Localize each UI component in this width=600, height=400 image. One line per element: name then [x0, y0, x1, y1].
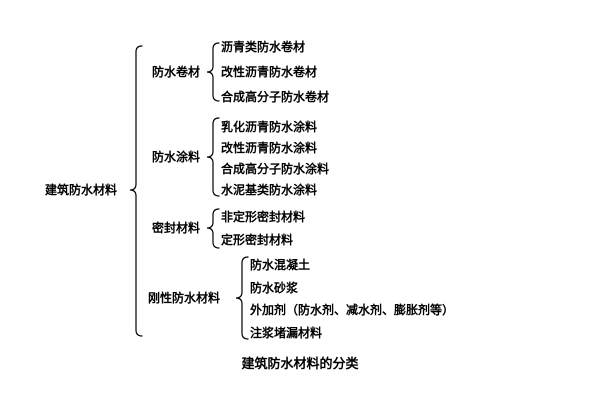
leaf-asphalt-membrane: 沥青类防水卷材	[221, 40, 306, 54]
root-node: 建筑防水材料	[45, 183, 118, 197]
leaf-waterproof-mortar: 防水砂浆	[250, 281, 299, 295]
brace-waterproof-membranes	[206, 42, 220, 102]
leaf-shaped-sealant: 定形密封材料	[221, 233, 294, 247]
brace-waterproof-coatings	[206, 117, 220, 197]
brace-root	[129, 45, 143, 337]
leaf-non-shaped-sealant: 非定形密封材料	[221, 210, 306, 224]
leaf-emulsified-asphalt-coating: 乳化沥青防水涂料	[221, 120, 318, 134]
leaf-grouting-plugging-material: 注浆堵漏材料	[250, 326, 323, 340]
leaf-modified-asphalt-membrane: 改性沥青防水卷材	[221, 65, 318, 79]
category-rigid-waterproof-materials: 刚性防水材料	[148, 291, 221, 305]
brace-rigid-waterproof-materials	[235, 256, 249, 340]
leaf-synthetic-polymer-coating: 合成高分子防水涂料	[221, 162, 330, 176]
category-sealing-materials: 密封材料	[152, 221, 201, 235]
leaf-cement-based-coating: 水泥基类防水涂料	[221, 183, 318, 197]
leaf-waterproof-concrete: 防水混凝土	[250, 258, 311, 272]
category-waterproof-coatings: 防水涂料	[152, 150, 201, 164]
leaf-modified-asphalt-coating: 改性沥青防水涂料	[221, 141, 318, 155]
leaf-admixtures: 外加剂（防水剂、减水剂、膨胀剂等）	[250, 303, 455, 317]
diagram-caption: 建筑防水材料的分类	[241, 356, 359, 371]
category-waterproof-membranes: 防水卷材	[152, 65, 201, 79]
brace-sealing-materials	[206, 208, 220, 249]
leaf-synthetic-polymer-membrane: 合成高分子防水卷材	[221, 90, 330, 104]
